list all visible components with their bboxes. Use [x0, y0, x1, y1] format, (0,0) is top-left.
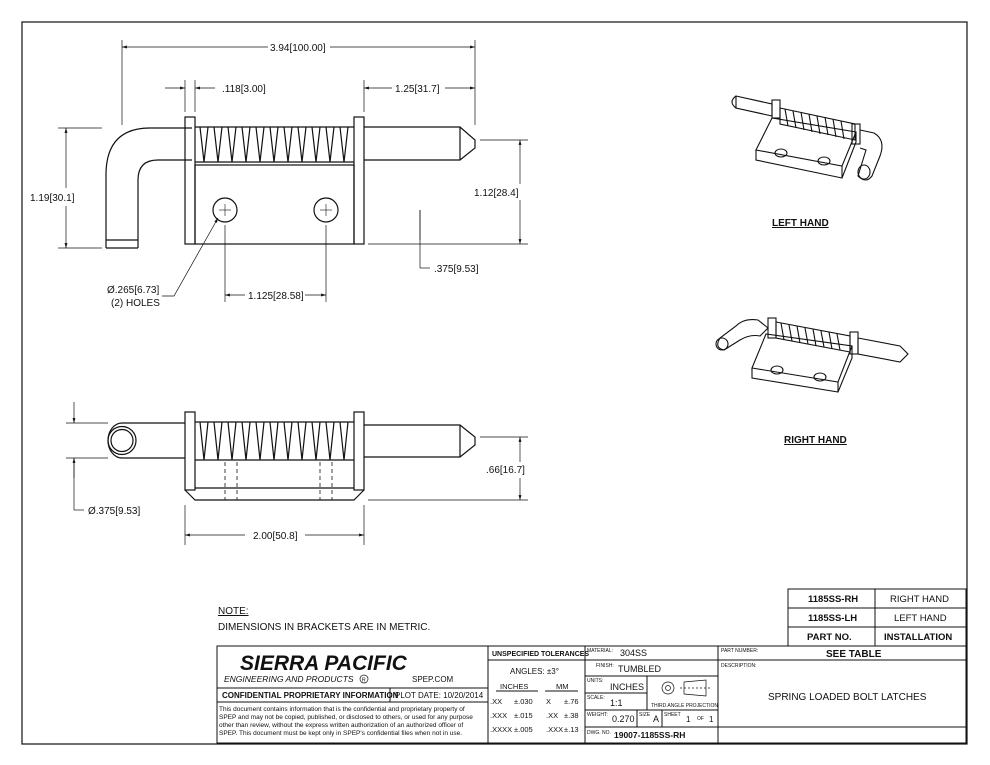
dim-hole-diameter: Ø.265[6.73] [107, 285, 159, 296]
label-left-hand: LEFT HAND [772, 218, 829, 229]
description-value: SPRING LOADED BOLT LATCHES [768, 692, 927, 703]
confidential-line-1: This document contains information that … [219, 706, 465, 713]
company-website: SPEP.COM [412, 675, 454, 684]
plot-date: PLOT DATE: 10/20/2014 [395, 691, 484, 700]
iso-left-hand [731, 95, 883, 181]
top-view-dimensions [58, 40, 528, 302]
dim-side-height: .66[16.7] [486, 465, 525, 476]
sheet-border [21, 21, 968, 745]
part-number-value: SEE TABLE [826, 649, 882, 660]
scale-value: 1:1 [610, 698, 623, 708]
title-block-lines [216, 645, 967, 744]
tol-row-1-mm-value: ±.76 [564, 697, 579, 706]
tol-row-1-inch-class: .XX [490, 697, 502, 706]
iso-right-hand [715, 317, 909, 393]
of-label: OF [697, 716, 704, 722]
tolerance-header: UNSPECIFIED TOLERANCES [492, 651, 589, 658]
company-subtitle: ENGINEERING AND PRODUCTS [224, 674, 354, 684]
sheet-label: SHEET [664, 712, 681, 718]
dim-hole-offset: .375[9.53] [434, 264, 479, 275]
material-value: 304SS [620, 648, 647, 658]
tol-row-2-inch-value: ±.015 [514, 711, 533, 720]
label-right-hand: RIGHT HAND [784, 435, 847, 446]
part-number-label: PART NUMBER: [721, 648, 758, 654]
tol-row-2-mm-value: ±.38 [564, 711, 579, 720]
dim-hole-count: (2) HOLES [111, 298, 160, 309]
third-angle-projection-symbol [661, 679, 710, 697]
dwg-number: 19007-1185SS-RH [614, 730, 685, 740]
top-spring [195, 126, 354, 163]
dim-hole-spacing: 1.125[28.58] [248, 291, 304, 302]
part-table-header-part: PART NO. [807, 632, 852, 643]
confidential-line-3: other than review, without the express w… [219, 722, 463, 729]
confidential-line-2: SPEP and may not be copied, published, o… [219, 714, 473, 721]
front-spring [195, 421, 354, 461]
tol-row-1-mm-class: X [546, 697, 551, 706]
note-text: DIMENSIONS IN BRACKETS ARE IN METRIC. [218, 622, 430, 633]
note-title: NOTE: [218, 606, 249, 617]
dim-base-length: 2.00[50.8] [253, 531, 298, 542]
dim-pin-diameter: Ø.375[9.53] [88, 506, 140, 517]
dim-pin-extension: 1.25[31.7] [395, 84, 440, 95]
description-label: DESCRIPTION: [721, 663, 757, 669]
dim-plate-thickness: .118[3.00] [222, 84, 266, 95]
tol-row-3-inch-class: .XXXX [490, 725, 512, 734]
dim-bracket-height: 1.12[28.4] [474, 188, 519, 199]
front-view [107, 411, 476, 501]
confidential-header: CONFIDENTIAL PROPRIETARY INFORMATION [222, 691, 399, 700]
part-table-row-2-install: LEFT HAND [894, 613, 947, 624]
sheet-value: 1 [686, 715, 691, 724]
front-view-dimensions [66, 402, 528, 545]
projection-label: THIRD ANGLE PROJECTION [651, 703, 718, 709]
tol-row-3-inch-value: ±.005 [514, 725, 533, 734]
confidential-line-4: SPEP. This document must be kept only in… [219, 730, 462, 737]
dim-handle-height: 1.19[30.1] [30, 193, 75, 204]
part-table-row-1-part: 1185SS-RH [808, 594, 858, 605]
finish-label: FINISH: [596, 663, 614, 669]
registered-mark [359, 674, 369, 684]
size-label: SIZE [639, 712, 651, 718]
dwg-label: DWG. NO. [587, 730, 611, 736]
tol-row-2-mm-class: .XX [546, 711, 558, 720]
part-table-row-2-part: 1185SS-LH [808, 613, 857, 624]
part-table-header-install: INSTALLATION [884, 632, 952, 643]
tol-row-3-mm-class: .XXX [546, 725, 563, 734]
of-value: 1 [709, 715, 714, 724]
tolerance-inches-header: INCHES [500, 682, 528, 691]
units-value: INCHES [610, 682, 644, 692]
tolerance-angles: ANGLES: ±3° [510, 667, 559, 676]
weight-label: WEIGHT: [587, 712, 608, 718]
tolerance-mm-header: MM [556, 682, 569, 691]
tol-row-1-inch-value: ±.030 [514, 697, 533, 706]
units-label: UNITS: [587, 678, 603, 684]
finish-value: TUMBLED [618, 664, 662, 674]
material-label: MATERIAL: [587, 648, 613, 654]
registered-mark-letter: R [362, 678, 366, 684]
weight-value: 0.270 [612, 714, 635, 724]
tol-row-3-mm-value: ±.13 [564, 725, 579, 734]
company-name: SIERRA PACIFIC [240, 652, 408, 675]
top-view [105, 116, 476, 249]
dim-overall-length: 3.94[100.00] [270, 43, 326, 54]
size-value: A [653, 714, 659, 724]
part-table-row-1-install: RIGHT HAND [890, 594, 949, 605]
scale-label: SCALE: [587, 695, 605, 701]
tol-row-2-inch-class: .XXX [490, 711, 507, 720]
